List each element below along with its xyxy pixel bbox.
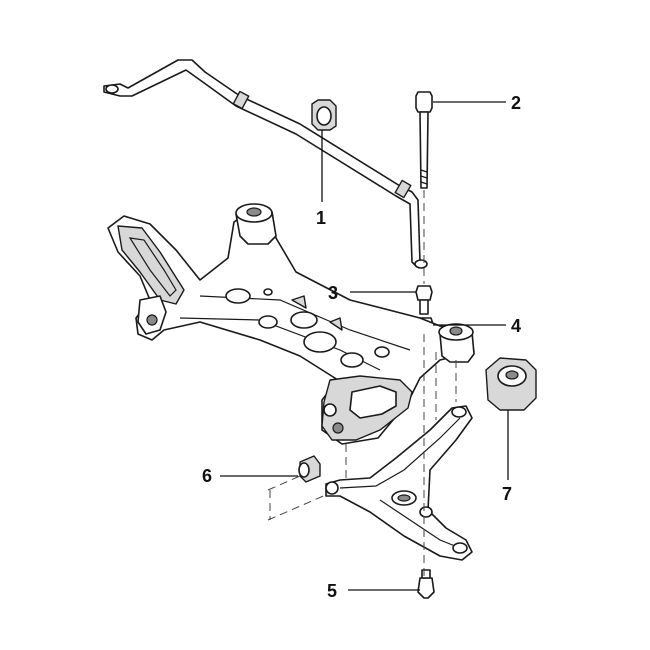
callout-6: 6 (202, 466, 212, 486)
lower-control-arm (325, 405, 473, 561)
part-5-ball-joint (417, 569, 435, 599)
callout-7: 7 (502, 484, 512, 504)
part-2-drop-link (415, 91, 433, 189)
callout-2: 2 (511, 93, 521, 113)
part-3-link-bush (415, 285, 433, 315)
callout-4: 4 (511, 316, 521, 336)
part-1-bar-bush (311, 99, 337, 131)
callout-5: 5 (327, 581, 337, 601)
leader-lines (220, 101, 509, 591)
part-7-rear-bush (485, 357, 537, 411)
alignment-lines (267, 190, 457, 576)
subframe (107, 203, 475, 445)
anti-roll-bar (103, 59, 428, 269)
part-6-arm-bush (298, 455, 321, 483)
callout-3: 3 (328, 283, 338, 303)
callout-1: 1 (316, 208, 326, 228)
